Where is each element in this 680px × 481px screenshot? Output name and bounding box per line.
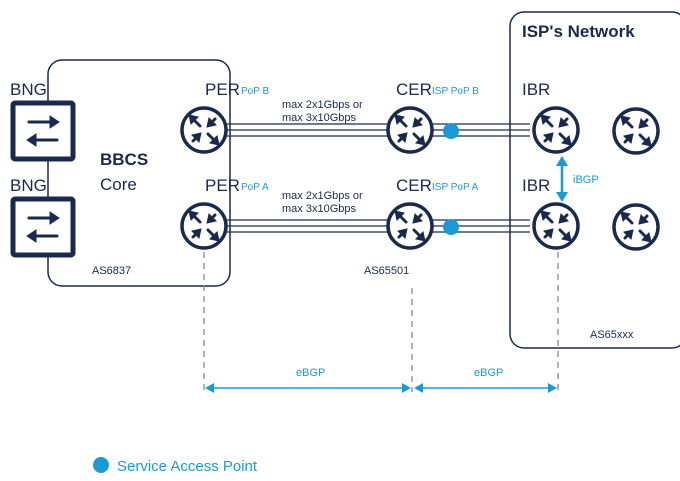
router-icon [612, 203, 660, 251]
isp-network-border [509, 11, 680, 349]
per-bottom-pop: PoP A [241, 182, 269, 193]
ebgp-right: eBGP [414, 367, 557, 393]
cer-bottom-label: CER [396, 176, 432, 195]
cer-bottom-pop: ISP PoP A [432, 182, 479, 193]
isp-router-top-right [612, 107, 660, 155]
isp-network-box: ISP's Network AS65xxx [509, 11, 680, 349]
ibgp-link: iBGP [556, 156, 599, 202]
bng-top: BNG [10, 80, 73, 159]
switch-icon [13, 103, 73, 159]
ibr-bottom-label: IBR [522, 176, 550, 195]
ebgp-left: eBGP [205, 367, 411, 393]
cer-top-label: CER [396, 80, 432, 99]
bbcs-core-subtitle: Core [100, 175, 137, 194]
bng-bottom: BNG [10, 176, 73, 255]
bng-top-label: BNG [10, 80, 47, 99]
per-bottom-label: PER [205, 176, 240, 195]
cer-top-pop: ISP PoP B [432, 86, 479, 97]
router-icon [386, 202, 434, 250]
legend-service-access-point: Service Access Point [117, 458, 258, 475]
ibr-top-label: IBR [522, 80, 550, 99]
isp-router-bottom-right [612, 203, 660, 251]
per-bottom: PER PoP A [180, 176, 269, 250]
link-bottom-line2: max 3x10Gbps [282, 203, 356, 215]
ibgp-label: iBGP [573, 174, 599, 186]
link-top [224, 123, 530, 137]
bbcs-core-name: BBCS [100, 150, 148, 169]
legend: Service Access Point [93, 457, 258, 475]
dashed-guides [203, 252, 559, 392]
per-top-label: PER [205, 80, 240, 99]
ebgp-right-label: eBGP [474, 367, 503, 379]
ibr-bottom: IBR [522, 176, 580, 250]
ebgp-left-label: eBGP [296, 367, 325, 379]
service-access-point-dot [443, 123, 459, 139]
link-top-line2: max 3x10Gbps [282, 112, 356, 124]
service-access-point-dot [443, 219, 459, 235]
ibr-top: IBR [522, 80, 580, 154]
router-icon [386, 106, 434, 154]
router-icon [180, 202, 228, 250]
bng-bottom-label: BNG [10, 176, 47, 195]
cer-as-number: AS65501 [364, 265, 409, 277]
per-top: PER PoP B [180, 80, 269, 154]
isp-network-title: ISP's Network [522, 22, 635, 41]
bbcs-as-number: AS6837 [92, 265, 131, 277]
router-icon [532, 106, 580, 154]
link-bottom-line1: max 2x1Gbps or [282, 190, 363, 202]
bbcs-core-border [47, 59, 231, 287]
per-top-pop: PoP B [241, 86, 269, 97]
router-icon [180, 106, 228, 154]
router-icon [532, 202, 580, 250]
router-icon [612, 107, 660, 155]
cer-bottom: CER ISP PoP A [386, 176, 479, 250]
legend-dot [93, 457, 109, 473]
switch-icon [13, 199, 73, 255]
cer-top: CER ISP PoP B [386, 80, 479, 154]
link-bottom [224, 219, 530, 233]
bbcs-core-box: BBCS Core AS6837 [47, 59, 231, 287]
link-top-line1: max 2x1Gbps or [282, 99, 363, 111]
isp-as-number: AS65xxx [590, 329, 634, 341]
